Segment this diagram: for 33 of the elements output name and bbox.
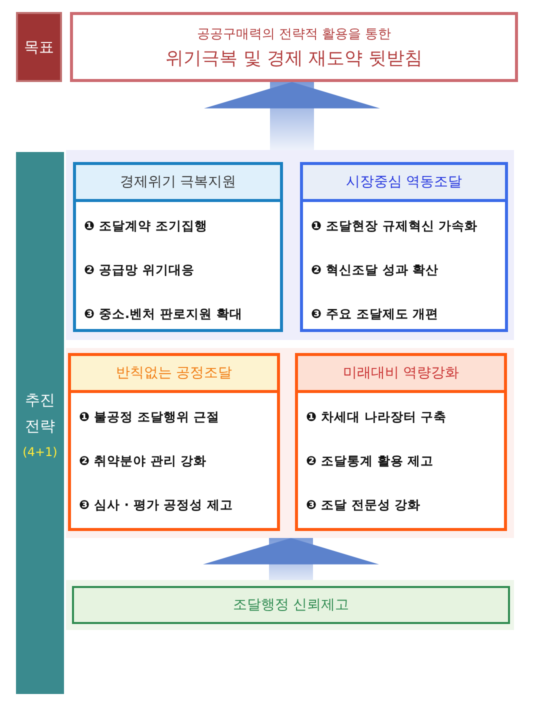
- list-item: ❶ 조달현장 규제혁신 가속화: [311, 217, 479, 235]
- goal-label: 목표: [24, 38, 54, 56]
- panel-background: [66, 348, 514, 538]
- list-item: ❶ 차세대 나라장터 구축: [306, 408, 448, 426]
- list-item: ❷ 혁신조달 성과 확산: [311, 261, 440, 279]
- list-item: ❷ 조달통계 활용 제고: [306, 452, 435, 470]
- strategy-band: [16, 152, 64, 694]
- strategy-card: [73, 162, 283, 332]
- strategy-label: 추진 전략: [24, 390, 56, 437]
- list-item: ❸ 조달 전문성 강화: [306, 496, 422, 514]
- list-item: ❸ 중소.벤처 판로지원 확대: [84, 305, 244, 323]
- goal-box: [70, 12, 518, 82]
- panel-background: [66, 150, 514, 340]
- card-header: 미래대비 역량강화: [298, 356, 504, 393]
- strategy-card: [300, 162, 508, 332]
- strategy-card: [295, 353, 507, 531]
- card-header: 반칙없는 공정조달: [71, 356, 277, 393]
- foundation-box: [72, 586, 510, 624]
- list-item: ❸ 주요 조달제도 개편: [311, 305, 440, 323]
- list-item: ❸ 심사 · 평가 공정성 제고: [79, 496, 234, 514]
- card-header: 경제위기 극복지원: [76, 165, 280, 202]
- strategy-count: (4+1): [22, 445, 58, 459]
- foundation-label: 조달행정 신뢰제고: [232, 596, 350, 614]
- strategy-card: [68, 353, 280, 531]
- list-item: ❷ 공급망 위기대응: [84, 261, 196, 279]
- card-header: 시장중심 역동조달: [303, 165, 505, 202]
- goal-title: 위기극복 및 경제 재도약 뒷받침: [166, 46, 422, 70]
- list-item: ❷ 취약분야 관리 강화: [79, 452, 208, 470]
- goal-subtitle: 공공구매력의 전략적 활용을 통한: [196, 26, 392, 42]
- list-item: ❶ 불공정 조달행위 근절: [79, 408, 221, 426]
- arrow: [204, 82, 380, 150]
- goal-tag: [16, 12, 62, 82]
- list-item: ❶ 조달계약 조기집행: [84, 217, 208, 235]
